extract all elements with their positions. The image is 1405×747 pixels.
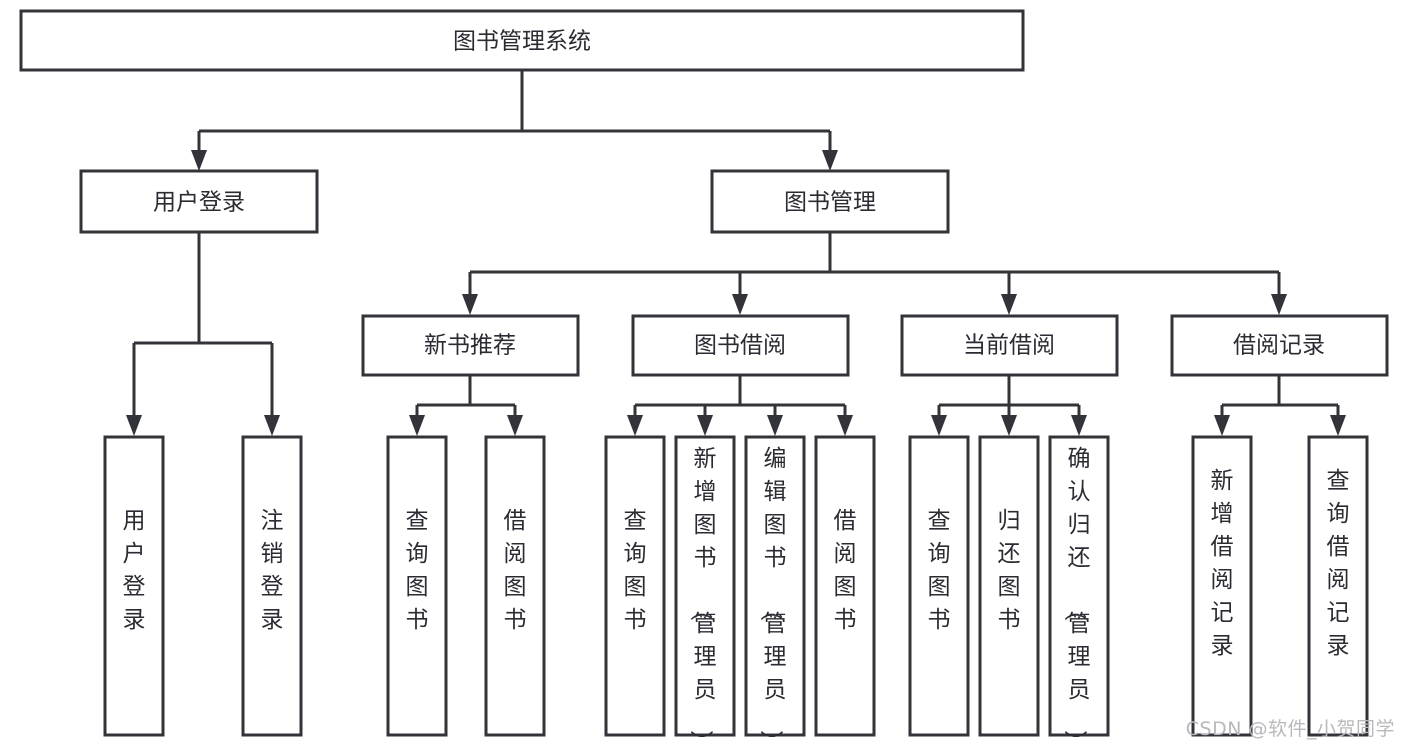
node-leaf-edit-book[interactable]: 编辑图书（管理员） — [744, 435, 806, 747]
node-leaf-confirm-return-label: 确认归还（管理员） — [1062, 446, 1091, 747]
node-leaf-borrow-book-1[interactable]: 借阅图书 — [484, 435, 546, 737]
node-user-login[interactable]: 用户登录 — [79, 169, 319, 234]
node-new-book-recommend[interactable]: 新书推荐 — [361, 314, 580, 377]
arrow-borrow-record — [1271, 294, 1287, 315]
node-leaf-add-record-box[interactable] — [1191, 435, 1253, 737]
node-leaf-user-login[interactable]: 用户登录 — [103, 435, 165, 737]
node-leaf-query-record[interactable]: 查询借阅记录 — [1307, 435, 1369, 737]
arrow-leaf-query-book-1 — [409, 415, 425, 436]
node-book-borrow-box[interactable] — [631, 314, 850, 377]
node-leaf-return-book[interactable]: 归还图书 — [978, 435, 1040, 737]
node-leaf-edit-book-box[interactable] — [744, 435, 806, 737]
node-leaf-edit-book-label: 编辑图书（管理员） — [758, 446, 787, 747]
node-leaf-user-logout-box[interactable] — [241, 435, 303, 737]
node-root-box[interactable] — [19, 9, 1025, 72]
node-leaf-borrow-book-2-box[interactable] — [814, 435, 876, 737]
node-book-manage-box[interactable] — [710, 169, 950, 234]
node-borrow-record-box[interactable] — [1170, 314, 1389, 377]
arrow-leaf-edit-book — [767, 415, 783, 436]
node-book-borrow-label: 图书借阅 — [694, 333, 786, 359]
node-leaf-user-logout[interactable]: 注销登录 — [241, 435, 303, 737]
node-borrow-record[interactable]: 借阅记录 — [1170, 314, 1389, 377]
connector-layer — [126, 70, 1346, 436]
arrow-book-borrow — [732, 294, 748, 315]
node-leaf-query-record-label: 查询借阅记录 — [1327, 468, 1350, 659]
node-leaf-add-book[interactable]: 新增图书（管理员） — [674, 435, 736, 747]
node-book-manage-label: 图书管理 — [784, 190, 876, 216]
node-current-borrow[interactable]: 当前借阅 — [900, 314, 1119, 377]
node-leaf-borrow-book-1-label: 借阅图书 — [504, 508, 527, 633]
node-leaf-query-book-1-label: 查询图书 — [406, 508, 429, 633]
arrow-leaf-confirm-return — [1071, 415, 1087, 436]
node-leaf-borrow-book-2[interactable]: 借阅图书 — [814, 435, 876, 737]
arrow-leaf-add-record — [1214, 415, 1230, 436]
node-leaf-query-book-3-label: 查询图书 — [928, 508, 951, 633]
csdn-watermark: CSDN @软件_小贺同学 — [1185, 718, 1395, 740]
node-leaf-query-book-3[interactable]: 查询图书 — [908, 435, 970, 737]
arrow-leaf-user-logout — [264, 415, 280, 436]
node-current-borrow-box[interactable] — [900, 314, 1119, 377]
node-root-label: 图书管理系统 — [453, 29, 591, 55]
node-leaf-add-book-box[interactable] — [674, 435, 736, 737]
node-leaf-user-login-box[interactable] — [103, 435, 165, 737]
node-leaf-borrow-book-1-box[interactable] — [484, 435, 546, 737]
node-leaf-query-book-3-box[interactable] — [908, 435, 970, 737]
node-leaf-borrow-book-2-label: 借阅图书 — [834, 508, 857, 633]
node-current-borrow-label: 当前借阅 — [963, 333, 1055, 359]
node-leaf-user-login-label: 用户登录 — [123, 508, 146, 633]
node-leaf-query-record-box[interactable] — [1307, 435, 1369, 737]
arrow-leaf-borrow-book-1 — [507, 415, 523, 436]
node-leaf-confirm-return[interactable]: 确认归还（管理员） — [1048, 435, 1110, 747]
node-book-borrow[interactable]: 图书借阅 — [631, 314, 850, 377]
node-user-login-box[interactable] — [79, 169, 319, 234]
arrow-leaf-query-book-3 — [931, 415, 947, 436]
node-leaf-add-record-label: 新增借阅记录 — [1211, 468, 1234, 659]
node-book-manage[interactable]: 图书管理 — [710, 169, 950, 234]
arrow-leaf-borrow-book-2 — [837, 415, 853, 436]
node-new-book-recommend-label: 新书推荐 — [424, 333, 516, 359]
arrow-leaf-return-book — [1001, 415, 1017, 436]
node-leaf-query-book-1[interactable]: 查询图书 — [386, 435, 448, 737]
node-leaf-query-book-2-box[interactable] — [604, 435, 666, 737]
node-user-login-label: 用户登录 — [153, 190, 245, 216]
arrow-new-book-recommend — [462, 294, 478, 315]
node-leaf-query-book-2[interactable]: 查询图书 — [604, 435, 666, 737]
node-leaf-query-book-2-label: 查询图书 — [624, 508, 647, 633]
arrow-leaf-user-login — [126, 415, 142, 436]
node-new-book-recommend-box[interactable] — [361, 314, 580, 377]
arrow-current-borrow — [1001, 294, 1017, 315]
arrow-leaf-query-record — [1330, 415, 1346, 436]
arrow-book-manage — [822, 150, 838, 171]
arrow-leaf-add-book — [697, 415, 713, 436]
arrow-leaf-query-book-2 — [627, 415, 643, 436]
node-leaf-user-logout-label: 注销登录 — [261, 508, 284, 633]
node-leaf-confirm-return-box[interactable] — [1048, 435, 1110, 737]
node-leaf-query-book-1-box[interactable] — [386, 435, 448, 737]
node-leaf-return-book-label: 归还图书 — [998, 508, 1021, 633]
node-leaf-add-book-label: 新增图书（管理员） — [688, 446, 717, 747]
arrow-user-login — [191, 150, 207, 171]
node-leaf-add-record[interactable]: 新增借阅记录 — [1191, 435, 1253, 737]
node-leaf-return-book-box[interactable] — [978, 435, 1040, 737]
node-borrow-record-label: 借阅记录 — [1233, 333, 1325, 359]
node-root[interactable]: 图书管理系统 — [19, 9, 1025, 72]
